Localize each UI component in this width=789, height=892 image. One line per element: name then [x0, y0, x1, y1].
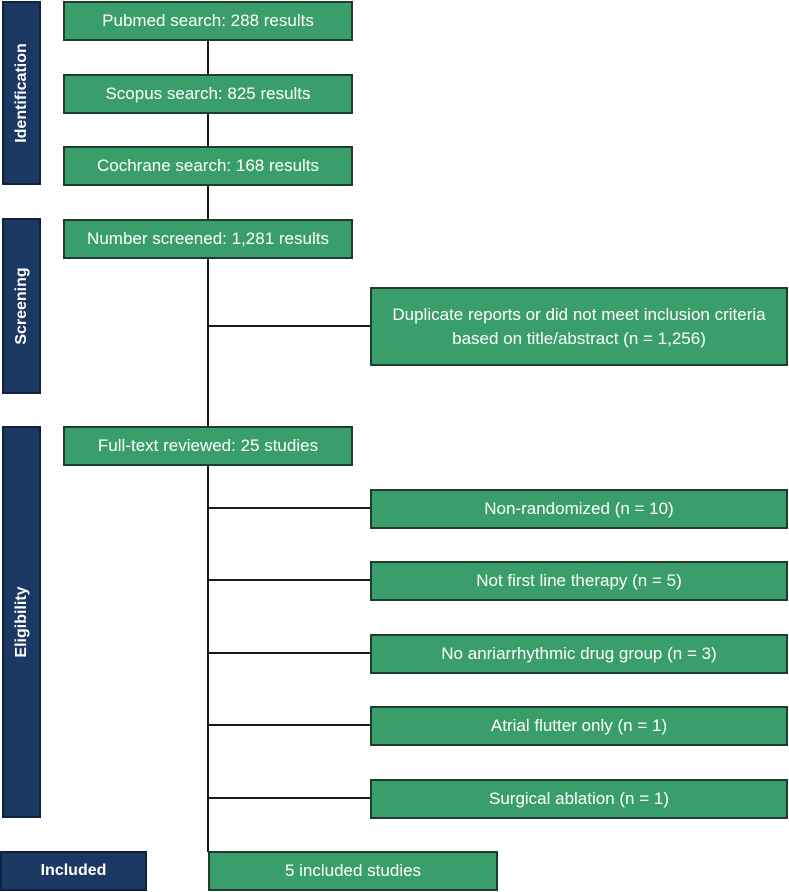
- non-randomized-box: Non-randomized (n = 10): [370, 489, 788, 529]
- fulltext-reviewed-box: Full-text reviewed: 25 studies: [63, 426, 353, 466]
- atrial-flutter-box: Atrial flutter only (n = 1): [370, 706, 788, 746]
- phase-eligibility: Eligibility: [2, 426, 41, 818]
- phase-included-label: Included: [40, 862, 107, 879]
- phase-screening-label: Screening: [12, 267, 30, 345]
- phase-included: Included: [0, 851, 147, 891]
- phase-identification: Identification: [2, 1, 41, 185]
- included-studies-box: 5 included studies: [208, 851, 498, 891]
- phase-eligibility-label: Eligibility: [12, 586, 30, 658]
- screened-box: Number screened: 1,281 results: [63, 219, 353, 259]
- connector-atrial-flutter: [207, 724, 371, 726]
- atrial-flutter-text: Atrial flutter only (n = 1): [490, 716, 668, 735]
- cochrane-search-text: Cochrane search: 168 results: [96, 156, 320, 175]
- non-randomized-text: Non-randomized (n = 10): [484, 499, 674, 518]
- scopus-search-box: Scopus search: 825 results: [63, 74, 353, 114]
- screening-exclusion-line1: Duplicate reports or did not meet inclus…: [392, 304, 766, 324]
- pubmed-search-text: Pubmed search: 288 results: [102, 11, 314, 30]
- fulltext-reviewed-text: Full-text reviewed: 25 studies: [97, 436, 319, 455]
- surgical-ablation-box: Surgical ablation (n = 1): [370, 779, 788, 819]
- connector-non-randomized: [207, 507, 371, 509]
- connector-not-first-line: [207, 579, 371, 581]
- screening-exclusion-box: Duplicate reports or did not meet inclus…: [370, 287, 788, 366]
- cochrane-search-box: Cochrane search: 168 results: [63, 146, 353, 186]
- connector-surgical-ablation: [207, 797, 371, 799]
- surgical-ablation-text: Surgical ablation (n = 1): [488, 789, 670, 808]
- no-drug-group-text: No anriarrhythmic drug group (n = 3): [441, 644, 717, 663]
- connector-no-drug-group: [207, 652, 371, 654]
- phase-screening: Screening: [2, 218, 41, 394]
- connector-screening-exclusion: [207, 325, 371, 327]
- phase-identification-label: Identification: [12, 43, 30, 143]
- not-first-line-box: Not first line therapy (n = 5): [370, 561, 788, 601]
- screening-exclusion-line2: based on title/abstract (n = 1,256): [452, 328, 706, 348]
- included-studies-text: 5 included studies: [284, 861, 422, 880]
- pubmed-search-box: Pubmed search: 288 results: [63, 1, 353, 41]
- scopus-search-text: Scopus search: 825 results: [105, 84, 311, 103]
- screened-text: Number screened: 1,281 results: [87, 229, 329, 248]
- not-first-line-text: Not first line therapy (n = 5): [476, 571, 682, 590]
- no-drug-group-box: No anriarrhythmic drug group (n = 3): [370, 634, 788, 674]
